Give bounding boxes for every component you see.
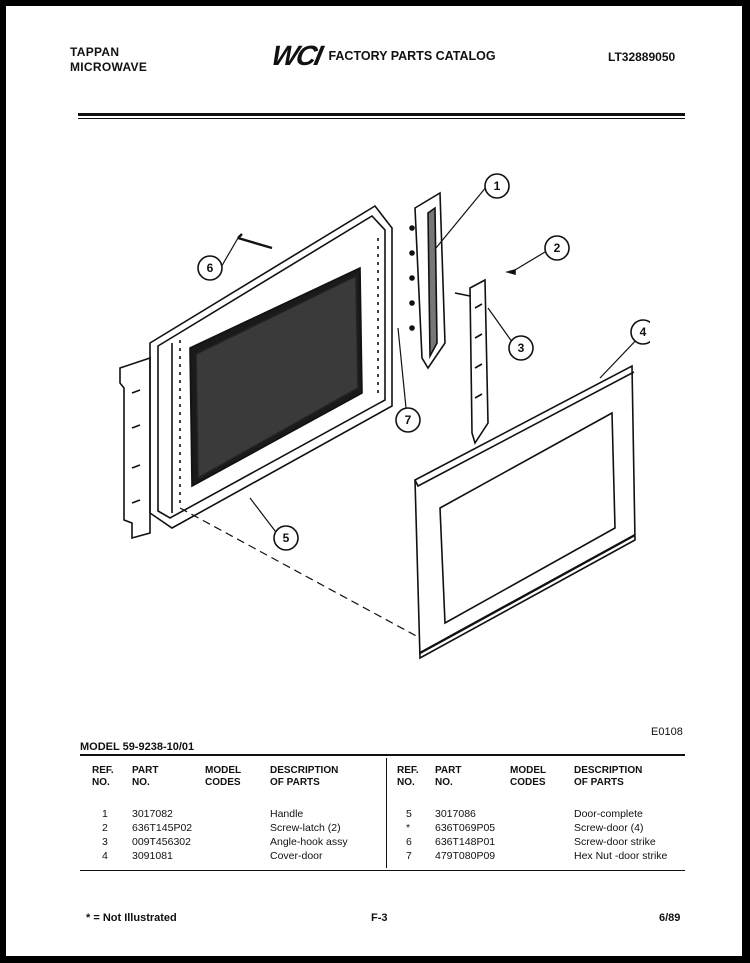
table-row-desc: Handle [270,808,304,820]
svg-text:6: 6 [207,261,214,275]
angle-hook-part [454,278,489,445]
svg-text:1: 1 [494,179,501,193]
hinge-bracket [119,356,151,540]
handle-part [409,191,446,370]
product-type: MICROWAVE [70,60,148,74]
table-row-desc: Cover-door [270,850,323,862]
callout-6: 6 [197,255,223,281]
table-row-part: 636T148P01 [435,836,496,848]
svg-text:3: 3 [518,341,525,355]
table-divider [386,758,387,868]
table-row-desc: Screw-door strike [574,836,656,848]
callout-1: 1 [484,173,510,199]
wci-logo: WCI [268,40,324,71]
model-number: MODEL 59-9238-10/01 [80,741,195,753]
catalog-page [6,6,742,956]
table-row-ref: 5 [406,808,412,820]
svg-text:5: 5 [283,531,290,545]
table-row-ref: 7 [406,850,412,862]
table-row-desc: Screw-latch (2) [270,822,341,834]
image-code: E0108 [651,726,683,738]
callout-leaders [219,185,641,545]
not-illustrated-note: * = Not Illustrated [86,912,177,924]
callout-5: 5 [273,525,299,551]
table-row-ref: * [406,822,411,834]
document-number: LT32889050 [608,50,676,64]
catalog-header: WCI FACTORY PARTS CATALOG [268,40,496,72]
table-row-desc: Hex Nut -door strike [574,850,668,862]
header-rule-thin [78,118,685,119]
callout-7: 7 [395,407,421,433]
table-row-desc: Screw-door (4) [574,822,644,834]
table-row-part: 479T080P09 [435,850,496,862]
screw-latch [505,268,516,276]
cover-door-part [414,364,636,660]
table-row-ref: 6 [406,836,412,848]
table-row-part: 3091081 [132,850,173,862]
page-number: F-3 [371,912,388,924]
callout-2: 2 [544,235,570,261]
exploded-parts-diagram: 1 2 3 4 5 6 7 [119,173,650,660]
table-top-rule [80,754,685,756]
brand-name: TAPPAN [70,45,120,59]
col-ref-no: REF.NO. [92,765,114,788]
table-row-part: 3017082 [132,808,173,820]
table-row-ref: 2 [102,822,108,834]
table-row-part: 009T456302 [132,836,191,848]
table-bottom-rule [80,870,685,871]
callout-4: 4 [630,319,650,345]
header-rule [78,113,685,116]
callout-3: 3 [508,335,534,361]
svg-text:2: 2 [554,241,561,255]
assembly-line [179,507,421,639]
door-frame [149,204,393,529]
svg-text:7: 7 [405,413,412,427]
table-row-desc: Angle-hook assy [270,836,348,848]
table-row-part: 636T145P02 [132,822,193,834]
table-row-ref: 3 [102,836,108,848]
svg-text:4: 4 [640,325,647,339]
brand-block: TAPPAN MICROWAVE [70,45,147,75]
table-row-part: 3017086 [435,808,476,820]
table-row-part: 636T069P05 [435,822,496,834]
table-row-desc: Door-complete [574,808,643,820]
catalog-date: 6/89 [659,912,681,924]
col-ref-no-right: REF.NO. [397,765,419,788]
table-row-ref: 1 [102,808,108,820]
screw-door-strike [237,233,273,250]
table-row-ref: 4 [102,850,108,862]
catalog-title: FACTORY PARTS CATALOG [328,49,496,63]
